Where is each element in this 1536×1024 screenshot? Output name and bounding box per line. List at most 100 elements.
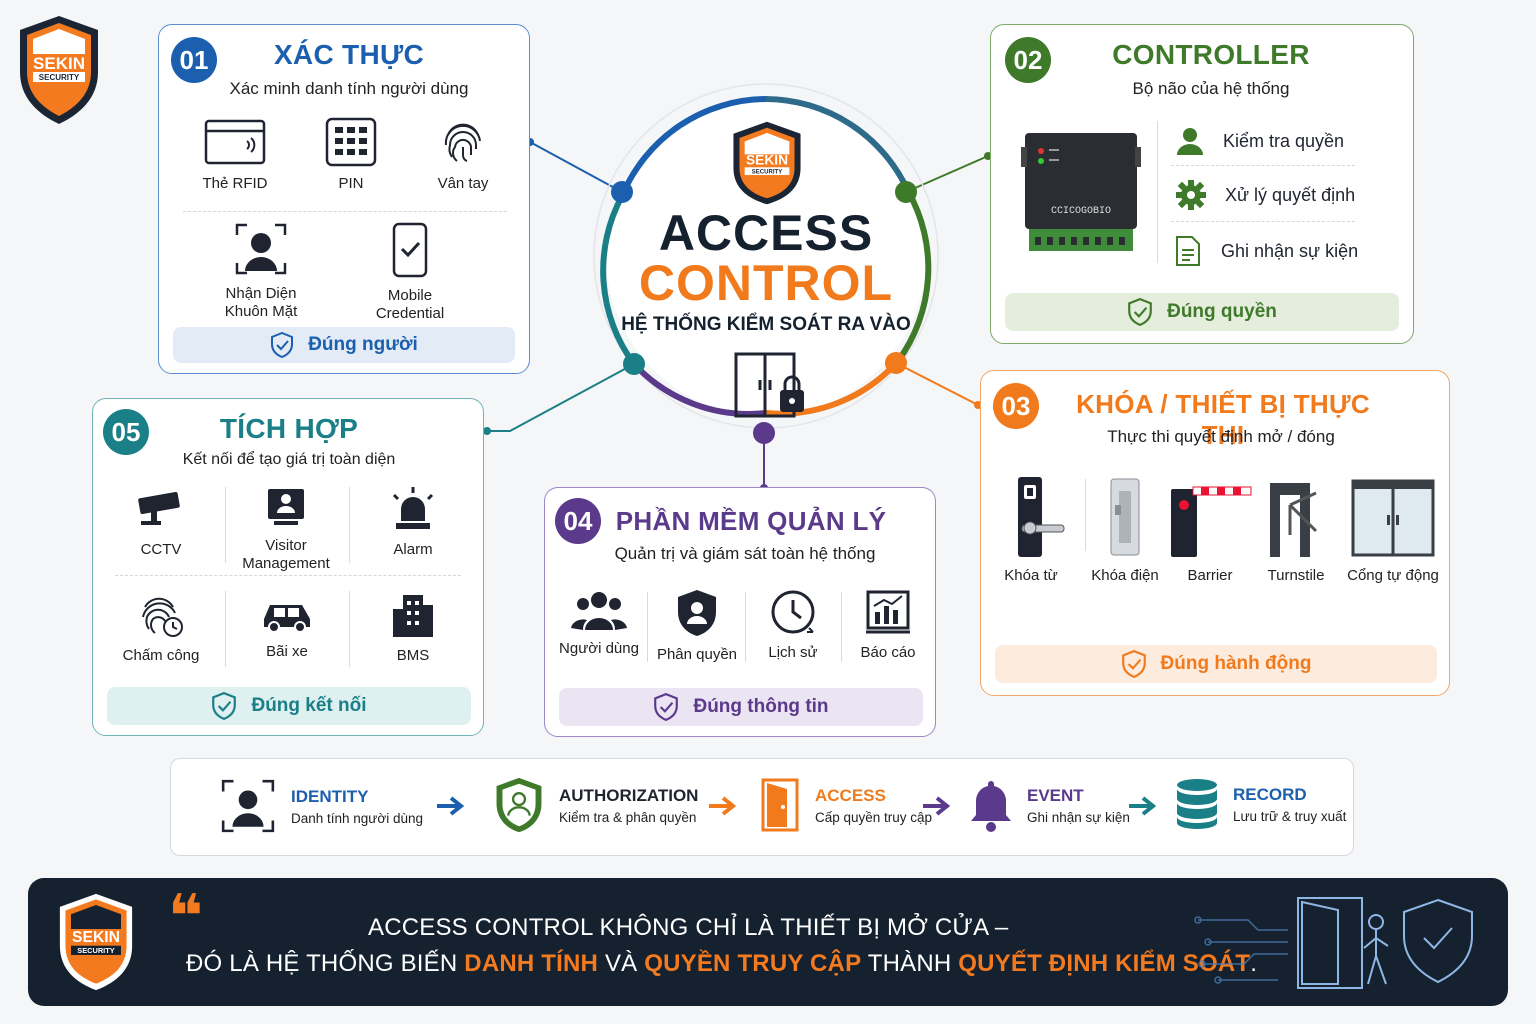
center-logo: SECURITY SEKIN [730, 120, 804, 206]
arrow-right-icon [435, 795, 467, 822]
face-scan-icon [221, 779, 275, 833]
card-authentication: 01 XÁC THỰC Xác minh danh tính người dùn… [158, 24, 530, 374]
circuit-door-shield-icon [1188, 890, 1488, 994]
controller-item-check: Kiểm tra quyền [1175, 121, 1395, 161]
item-turnstile: Turnstile [1253, 475, 1339, 585]
shield-check-icon [1128, 298, 1152, 326]
item-history: Lịch sử [745, 588, 841, 662]
item-rfid: Thẻ RFID [185, 117, 285, 193]
arrow-right-icon [1127, 795, 1159, 822]
divider [1171, 165, 1355, 166]
document-icon [1176, 236, 1200, 266]
footer-line-1: ACCESS CONTROL KHÔNG CHỈ LÀ THIẾT BỊ MỞ … [368, 914, 1009, 941]
svg-text:SECURITY: SECURITY [39, 73, 80, 82]
result-pill: Đúng người [173, 327, 515, 363]
divider [115, 575, 461, 576]
center-subtitle: HỆ THỐNG KIỂM SOÁT RA VÀO [621, 314, 911, 335]
item-bms: BMS [363, 591, 463, 665]
item-maglock: Khóa từ [991, 475, 1071, 585]
svg-text:SECURITY: SECURITY [77, 946, 114, 955]
building-icon [393, 595, 433, 637]
card-locks: 03 KHÓA / THIẾT BỊ THỰC THI Thực thi quy… [980, 370, 1450, 696]
rfid-card-icon [204, 119, 266, 165]
shield-user-icon [678, 590, 716, 636]
fingerprint-icon [444, 123, 481, 162]
divider [1171, 221, 1355, 222]
shield-check-icon [654, 693, 679, 721]
item-reports: Báo cáo [841, 588, 935, 662]
sliding-door-icon [1351, 479, 1435, 557]
center-hub: SECURITY SEKIN ACCESS CONTROL HỆ THỐNG K… [586, 76, 946, 446]
footer-line-2: ĐÓ LÀ HỆ THỐNG BIẾN DANH TÍNH VÀ QUYỀN T… [186, 950, 1258, 977]
card-subtitle: Quản trị và giám sát toàn hệ thống [614, 544, 876, 563]
card-title: PHẦN MỀM QUẢN LÝ [615, 506, 887, 536]
svg-text:CCICOGOBIO: CCICOGOBIO [1051, 206, 1111, 217]
door-icon [761, 778, 799, 832]
database-icon [1177, 779, 1217, 829]
gear-icon [1176, 180, 1206, 210]
divider [349, 487, 350, 563]
card-title: TÍCH HỢP [219, 413, 359, 444]
svg-text:SEKIN: SEKIN [746, 153, 788, 168]
card-number: 03 [993, 383, 1039, 429]
users-icon [571, 592, 627, 630]
card-number: 04 [555, 498, 601, 544]
barrier-gate-icon [1171, 486, 1252, 557]
svg-text:SEKIN: SEKIN [72, 929, 120, 946]
shield-user-icon [496, 777, 542, 833]
divider [745, 592, 746, 662]
card-title: CONTROLLER [1112, 39, 1310, 70]
brand-logo: SECURITY SEKIN [16, 14, 102, 126]
shield-check-icon [1121, 650, 1146, 678]
cctv-camera-icon [138, 491, 180, 525]
item-auto-gate: Cổng tự động [1337, 475, 1449, 585]
user-icon [1177, 128, 1203, 155]
car-icon [264, 605, 310, 633]
card-title: KHÓA / THIẾT BỊ THỰC THI [1076, 389, 1370, 450]
card-subtitle: Kết nối để tạo giá trị toàn diện [182, 451, 396, 468]
footer-logo: SECURITY SEKIN [56, 892, 136, 992]
item-alarm: Alarm [363, 485, 463, 559]
maglock-icon [1018, 477, 1065, 557]
bell-icon [971, 781, 1011, 832]
item-timekeeping: Chấm công [111, 591, 211, 665]
arrow-right-icon [707, 795, 739, 822]
card-integration: 05 TÍCH HỢP Kết nối để tạo giá trị toàn … [92, 398, 484, 736]
mobile-check-icon [392, 222, 428, 278]
item-permissions: Phân quyền [649, 588, 745, 664]
card-controller: 02 CONTROLLER Bộ não của hệ thống CCICOG… [990, 24, 1414, 344]
visitor-icon [268, 489, 304, 525]
result-pill: Đúng thông tin [559, 688, 923, 726]
result-pill: Đúng kết nối [107, 687, 471, 725]
divider [225, 487, 226, 563]
item-fingerprint: Vân tay [413, 117, 513, 193]
door-lock-icon [732, 350, 808, 420]
controller-item-log: Ghi nhận sự kiện [1175, 231, 1395, 271]
divider [349, 591, 350, 667]
chart-report-icon [866, 590, 910, 634]
divider [183, 211, 507, 212]
divider [647, 592, 648, 662]
item-parking: Bãi xe [237, 595, 337, 661]
controller-device-icon: CCICOGOBIO [1021, 129, 1141, 259]
item-electric-lock: Khóa điện [1081, 475, 1169, 585]
center-title-2: CONTROL [638, 255, 894, 311]
divider [225, 591, 226, 667]
controller-item-process: Xử lý quyết định [1175, 175, 1395, 215]
shield-check-icon [271, 332, 294, 358]
card-subtitle: Xác minh danh tính người dùng [229, 79, 469, 98]
quote-icon: ❝ [168, 883, 204, 950]
clock-history-icon [771, 590, 815, 634]
footer-banner: SECURITY SEKIN ❝ ACCESS CONTROL KHÔNG CH… [28, 878, 1508, 1006]
fingerprint-clock-icon [142, 597, 183, 637]
arrow-right-icon [921, 795, 953, 822]
card-number: 01 [171, 37, 217, 83]
